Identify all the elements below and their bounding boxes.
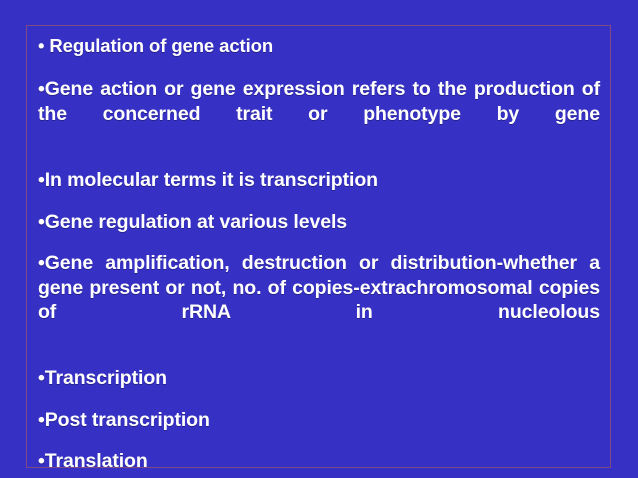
list-item-label: Regulation of gene action	[49, 35, 274, 56]
bullet-icon: •	[38, 210, 45, 233]
bullet-icon: •	[38, 450, 45, 468]
content-frame: • Regulation of gene action •Gene action…	[26, 25, 611, 468]
bullet-list: • Regulation of gene action •Gene action…	[38, 34, 600, 468]
list-item-label: Gene regulation at various levels	[44, 210, 348, 233]
list-item: •Translation	[38, 449, 600, 468]
list-item: •Gene regulation at various levels	[38, 210, 600, 235]
list-item: •Gene amplification, destruction or dist…	[38, 251, 600, 349]
list-item: •Gene action or gene expression refers t…	[38, 77, 600, 151]
list-item-label: Gene amplification, destruction or distr…	[38, 252, 600, 324]
list-item-label: Transcription	[44, 367, 167, 390]
list-item-label: In molecular terms it is transcription	[44, 168, 378, 191]
bullet-icon: •	[38, 78, 45, 101]
list-item-label: Translation	[44, 450, 148, 468]
list-item-label: Post transcription	[44, 408, 210, 431]
bullet-icon: •	[38, 35, 50, 56]
list-item: •In molecular terms it is transcription	[38, 168, 600, 193]
list-item: •Post transcription	[38, 408, 600, 433]
bullet-icon: •	[38, 367, 45, 390]
list-item-label: Gene action or gene expression refers to…	[38, 78, 600, 125]
bullet-icon: •	[38, 168, 45, 191]
bullet-icon: •	[38, 408, 45, 431]
list-item: •Transcription	[38, 366, 600, 391]
bullet-icon: •	[38, 252, 45, 275]
list-item: • Regulation of gene action	[38, 34, 600, 57]
